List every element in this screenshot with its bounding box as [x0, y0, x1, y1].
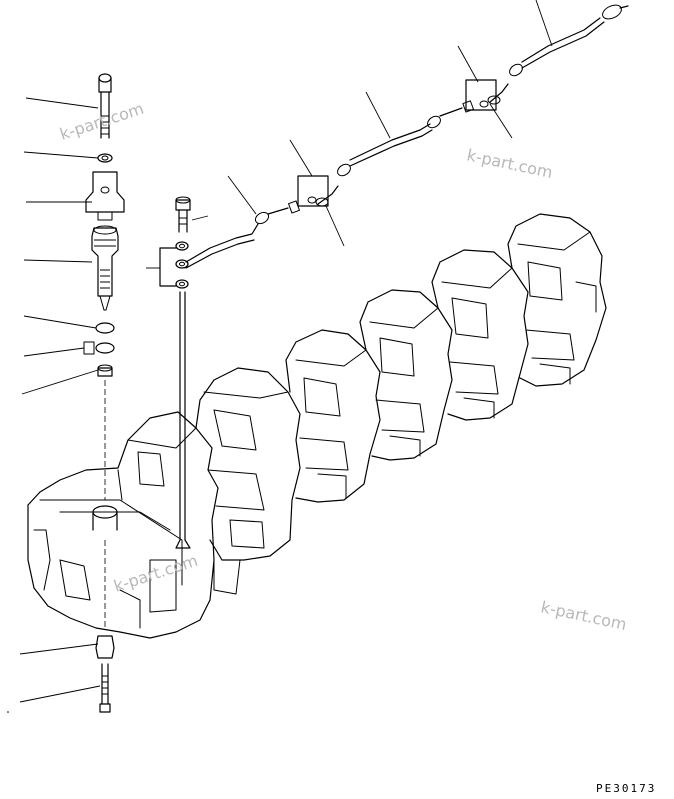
- pipe-clamp-block: [465, 79, 497, 111]
- watermark: k-part.com: [465, 145, 554, 182]
- watermark: k-part.com: [57, 99, 146, 144]
- watermark: k-part.com: [539, 597, 628, 634]
- leak-off-connector: [159, 196, 191, 549]
- cylinder-head-assembly: [27, 213, 607, 639]
- fuel-injection-pipes: [185, 4, 629, 269]
- callout-leader-lines: [7, 0, 553, 713]
- injector-assembly: [83, 73, 125, 713]
- watermark: k-part.com: [111, 551, 200, 596]
- drawing-code: PE30173: [596, 782, 656, 795]
- pipe-clamp-block: [297, 175, 329, 207]
